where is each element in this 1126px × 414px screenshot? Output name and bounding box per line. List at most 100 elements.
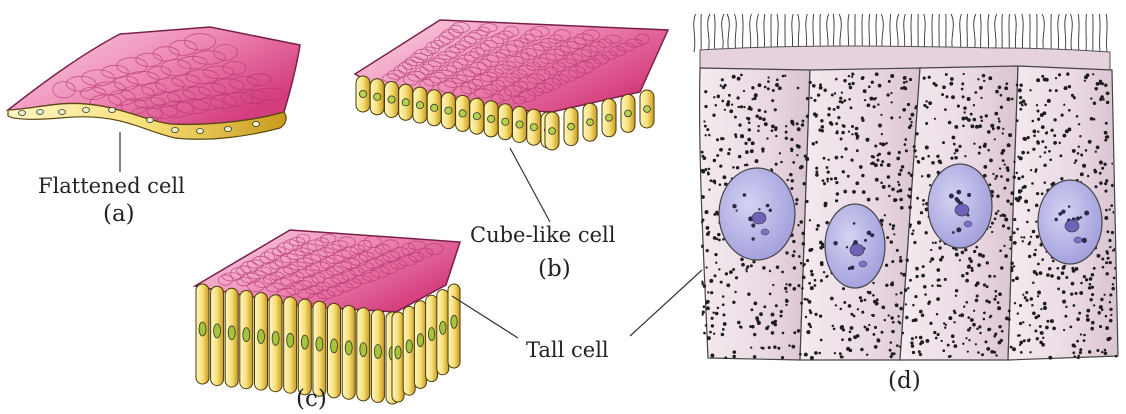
granule bbox=[785, 283, 787, 285]
granule bbox=[757, 321, 761, 325]
granule bbox=[1044, 146, 1047, 149]
granule bbox=[997, 210, 999, 212]
granule bbox=[732, 355, 735, 358]
granule bbox=[1078, 123, 1080, 125]
granule bbox=[1039, 155, 1041, 157]
cilium bbox=[1022, 14, 1023, 52]
panel-label-d: (d) bbox=[888, 370, 921, 393]
nucleus bbox=[440, 321, 446, 334]
granule bbox=[1007, 143, 1011, 147]
granule bbox=[1094, 170, 1097, 173]
granule bbox=[823, 182, 826, 185]
granule bbox=[800, 165, 804, 169]
granule bbox=[954, 152, 956, 154]
granule bbox=[1079, 348, 1082, 351]
granule bbox=[713, 274, 716, 277]
granule bbox=[1080, 154, 1083, 157]
granule bbox=[802, 242, 806, 246]
granule bbox=[1105, 209, 1108, 212]
granule bbox=[866, 138, 870, 142]
granule bbox=[1101, 258, 1104, 261]
granule bbox=[976, 328, 979, 331]
granule bbox=[990, 315, 993, 318]
granule bbox=[977, 351, 980, 354]
granule bbox=[981, 353, 984, 356]
granule bbox=[889, 349, 892, 352]
granule bbox=[721, 100, 724, 103]
granule bbox=[969, 260, 973, 264]
granule bbox=[793, 250, 796, 253]
granule bbox=[1003, 214, 1006, 217]
nucleolus bbox=[1065, 220, 1079, 232]
granule bbox=[850, 106, 853, 109]
granule bbox=[871, 161, 875, 165]
nucleolus bbox=[761, 229, 769, 235]
granule bbox=[805, 316, 807, 318]
granule bbox=[1046, 320, 1049, 323]
granule bbox=[771, 99, 774, 102]
granule bbox=[841, 356, 844, 359]
granule bbox=[955, 253, 959, 257]
granule bbox=[991, 222, 994, 225]
granule bbox=[881, 160, 884, 163]
granule bbox=[791, 345, 795, 349]
granule bbox=[1104, 182, 1107, 185]
granule bbox=[1106, 101, 1110, 105]
granule bbox=[700, 282, 704, 286]
granule bbox=[719, 165, 722, 168]
granule bbox=[987, 149, 990, 152]
granule bbox=[739, 325, 742, 328]
granule bbox=[1052, 327, 1056, 331]
granule bbox=[834, 352, 836, 354]
granule bbox=[983, 165, 987, 169]
granule bbox=[844, 99, 847, 102]
granule bbox=[993, 275, 996, 278]
granule bbox=[836, 106, 839, 109]
granule bbox=[974, 91, 977, 94]
granule bbox=[895, 303, 899, 307]
granule bbox=[1105, 261, 1108, 264]
granule bbox=[982, 74, 986, 78]
granule bbox=[1041, 192, 1044, 195]
granule bbox=[1032, 311, 1036, 315]
granule bbox=[1072, 269, 1076, 273]
cilium bbox=[1042, 14, 1044, 52]
granule bbox=[772, 89, 775, 92]
granule bbox=[980, 116, 983, 119]
granule bbox=[979, 86, 983, 90]
granule bbox=[804, 353, 808, 357]
granule bbox=[1099, 325, 1102, 328]
granule bbox=[895, 199, 898, 202]
granule bbox=[896, 249, 899, 252]
granule bbox=[970, 318, 974, 322]
granule bbox=[934, 118, 936, 120]
granule bbox=[924, 293, 927, 296]
granule bbox=[935, 337, 938, 340]
granule bbox=[1004, 218, 1008, 222]
granule bbox=[717, 307, 720, 310]
granule bbox=[750, 149, 754, 153]
granule bbox=[1064, 315, 1067, 318]
granule bbox=[1093, 267, 1096, 270]
granule bbox=[764, 110, 767, 113]
granule bbox=[706, 249, 709, 252]
granule bbox=[1013, 231, 1016, 234]
granule bbox=[1027, 209, 1030, 212]
granule bbox=[1104, 190, 1107, 193]
granule bbox=[886, 236, 889, 239]
granule bbox=[962, 343, 964, 345]
granule bbox=[951, 334, 955, 338]
chromatin bbox=[1084, 211, 1089, 216]
granule bbox=[703, 120, 705, 122]
granule bbox=[795, 203, 798, 206]
granule bbox=[1044, 181, 1047, 184]
granule bbox=[1099, 305, 1103, 309]
granule bbox=[818, 352, 821, 355]
nucleus bbox=[502, 118, 509, 125]
granule bbox=[1044, 151, 1047, 154]
granule bbox=[898, 172, 902, 176]
granule bbox=[703, 305, 706, 308]
granule bbox=[1087, 175, 1090, 178]
granule bbox=[1091, 321, 1095, 325]
granule bbox=[716, 138, 719, 141]
